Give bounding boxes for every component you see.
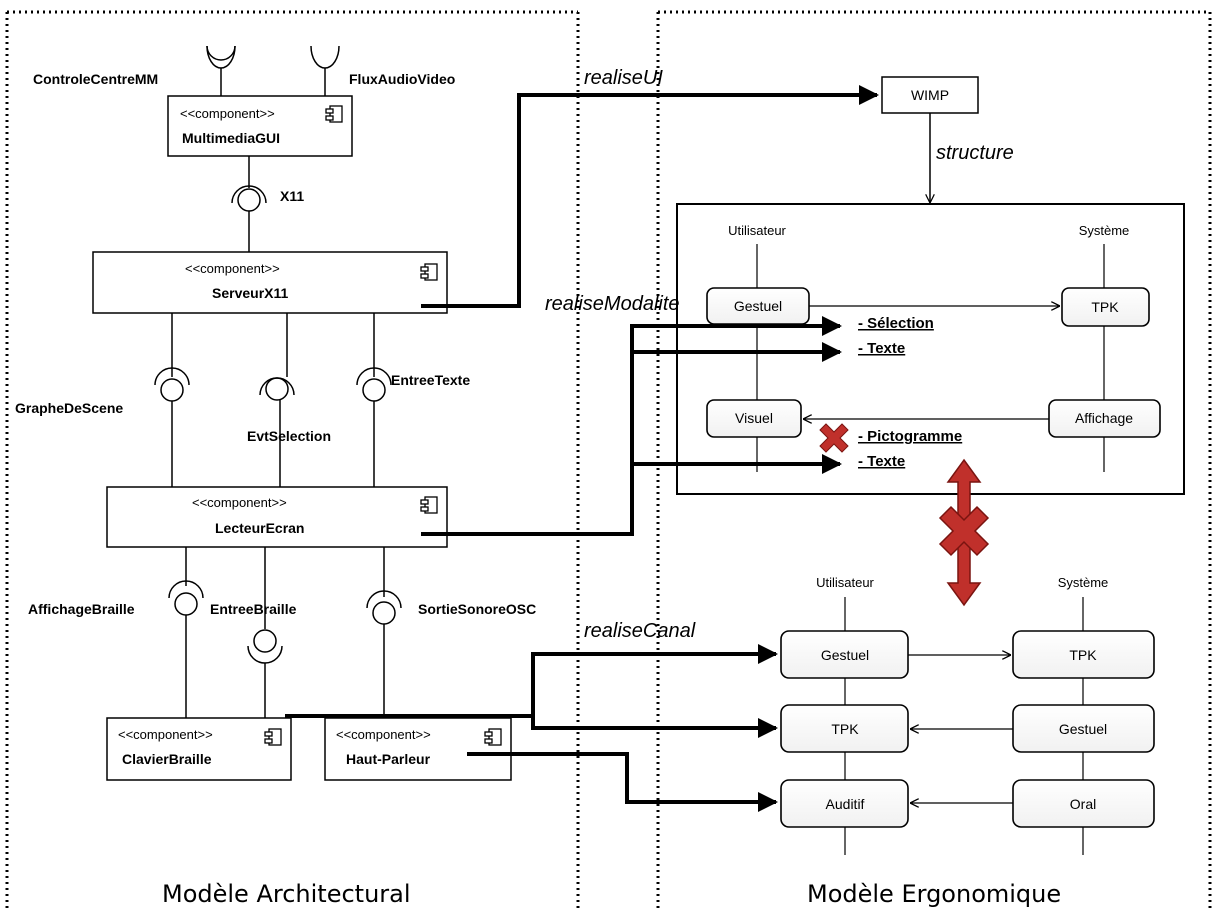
svg-text:Visuel: Visuel [735, 410, 773, 426]
component-clavier-braille[interactable]: <<component>> ClavierBraille [106, 717, 292, 781]
svg-text:TPK: TPK [1091, 299, 1119, 315]
svg-text:Affichage: Affichage [1075, 410, 1133, 426]
interface-entree-texte [356, 313, 392, 487]
upper-box-gestuel[interactable]: Gestuel [706, 287, 810, 325]
interface-label-graphe-scene: GrapheDeScene [15, 400, 123, 416]
component-name: ServeurX11 [212, 285, 288, 301]
component-name: MultimediaGUI [182, 130, 280, 146]
component-icon [325, 105, 343, 123]
relation-label-realise-canal: realiseCanal [584, 620, 696, 642]
upper-box-tpk[interactable]: TPK [1061, 287, 1150, 327]
modality-pictogramme: - Pictogramme [858, 428, 962, 445]
interface-sortie-sonore [366, 547, 402, 718]
svg-text:Auditif: Auditif [826, 796, 865, 812]
component-lecteur-ecran[interactable]: <<component>> LecteurEcran [106, 486, 448, 548]
relation-label-realise-ui: realiseUI [584, 67, 663, 89]
component-icon [264, 728, 282, 746]
provided-interface-flux-audio [310, 45, 340, 96]
upper-user-header: Utilisateur [728, 223, 786, 238]
component-icon [420, 263, 438, 281]
component-name: ClavierBraille [122, 751, 212, 767]
interface-evt-selection [259, 313, 295, 487]
interface-label-sortie-sonore: SortieSonoreOSC [418, 601, 536, 617]
relation-label-realise-modalite: realiseModalite [545, 293, 680, 315]
stereotype-label: <<component>> [192, 495, 287, 510]
upper-system-header: Système [1079, 223, 1130, 238]
stereotype-label: <<component>> [336, 727, 431, 742]
component-name: Haut-Parleur [346, 751, 431, 767]
component-multimedia-gui[interactable]: <<component>> MultimediaGUI [167, 95, 353, 157]
lower-box-gestuel-system[interactable]: Gestuel [1012, 704, 1155, 753]
lower-box-tpk-user[interactable]: TPK [780, 704, 909, 753]
lower-box-tpk-system[interactable]: TPK [1012, 630, 1155, 679]
component-icon [420, 496, 438, 514]
relation-label-structure: structure [936, 142, 1014, 164]
interface-label-x11: X11 [280, 188, 304, 204]
interface-label-entree-texte: EntreeTexte [391, 372, 470, 388]
component-name: LecteurEcran [215, 520, 304, 536]
wimp-label: WIMP [911, 87, 949, 103]
provided-interface-controle-centre [206, 45, 236, 96]
stereotype-label: <<component>> [118, 727, 213, 742]
interface-graphe-scene [154, 313, 190, 487]
component-haut-parleur[interactable]: <<component>> Haut-Parleur [324, 717, 512, 781]
stereotype-label: <<component>> [185, 261, 280, 276]
realise-canal-connector-tpk [531, 716, 778, 738]
svg-text:Gestuel: Gestuel [734, 298, 782, 314]
component-icon [484, 728, 502, 746]
modality-texte-1: - Texte [858, 340, 905, 357]
upper-box-visuel[interactable]: Visuel [706, 399, 802, 438]
cross-icon [819, 423, 849, 453]
interface-label-evt-selection: EvtSelection [247, 428, 331, 444]
stereotype-label: <<component>> [180, 106, 275, 121]
interface-affichage-braille [168, 547, 204, 718]
svg-text:TPK: TPK [1069, 647, 1097, 663]
interface-label-entree-braille: EntreeBraille [210, 601, 297, 617]
upper-box-affichage[interactable]: Affichage [1048, 399, 1161, 438]
realise-canal-connector-auditif [467, 752, 778, 812]
lower-box-gestuel-user[interactable]: Gestuel [780, 630, 909, 679]
interface-x11 [231, 156, 267, 252]
incompatibility-double-arrow-icon [938, 458, 990, 607]
interface-label-flux-audio: FluxAudioVideo [349, 71, 455, 87]
svg-text:Gestuel: Gestuel [821, 647, 869, 663]
wimp-box[interactable]: WIMP [881, 76, 979, 114]
modality-selection: - Sélection [858, 315, 934, 332]
svg-text:Oral: Oral [1070, 796, 1096, 812]
panel-title-architectural: Modèle Architectural [162, 880, 411, 908]
lower-user-header: Utilisateur [816, 575, 874, 590]
modality-texte-2: - Texte [858, 453, 905, 470]
interface-entree-braille [247, 547, 283, 718]
lower-system-header: Système [1058, 575, 1109, 590]
interface-label-affichage-braille: AffichageBraille [28, 601, 135, 617]
lower-box-oral[interactable]: Oral [1012, 779, 1155, 828]
realise-canal-connector-gestuel [285, 644, 778, 718]
realise-ui-connector [421, 85, 879, 308]
panel-title-ergonomic: Modèle Ergonomique [807, 880, 1061, 908]
component-serveur-x11[interactable]: <<component>> ServeurX11 [92, 251, 448, 314]
architectural-panel-border [5, 10, 580, 912]
upper-ergonomic-frame [676, 203, 1185, 495]
interface-label-controle-centre: ControleCentreMM [33, 71, 158, 87]
realise-modalite-connector-selection [421, 316, 842, 536]
lower-box-auditif[interactable]: Auditif [780, 779, 909, 828]
svg-text:Gestuel: Gestuel [1059, 721, 1107, 737]
svg-text:TPK: TPK [831, 721, 859, 737]
